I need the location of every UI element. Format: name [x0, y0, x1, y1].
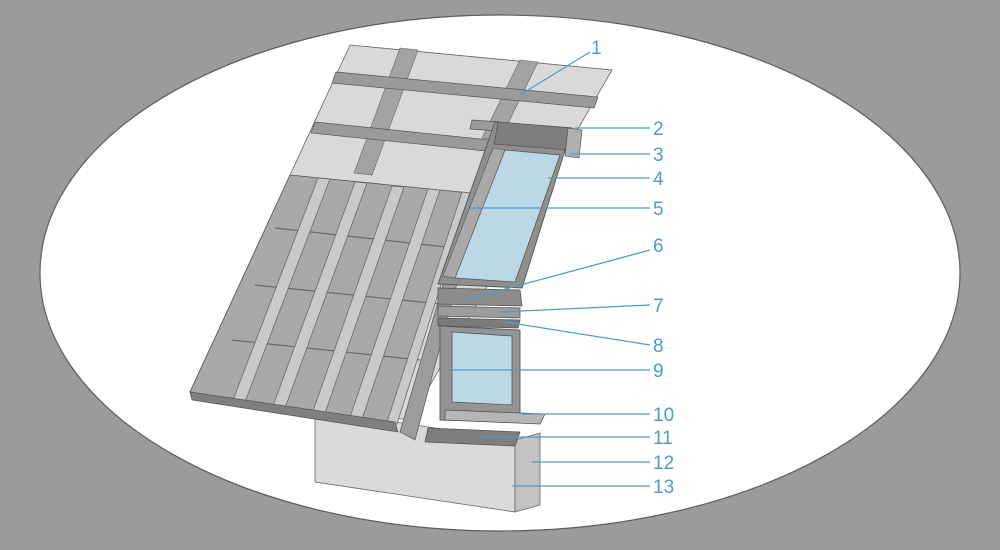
- tile-ribs: [232, 177, 471, 425]
- callout-line-8: [504, 321, 651, 346]
- callout-label-3: 3: [653, 145, 664, 166]
- callout-label-13: 13: [653, 477, 674, 498]
- vertical-window: [424, 325, 546, 447]
- callout-label-6: 6: [653, 236, 664, 257]
- callout-label-1: 1: [591, 38, 602, 59]
- transom: [437, 287, 523, 329]
- wall-corner: [514, 432, 541, 513]
- callout-line-7: [499, 304, 651, 313]
- callout-label-4: 4: [653, 169, 664, 190]
- callout-label-7: 7: [653, 296, 664, 317]
- callout-label-9: 9: [653, 361, 664, 382]
- callout-label-8: 8: [653, 336, 664, 357]
- roof-batten: [331, 71, 599, 109]
- callouts: [450, 51, 651, 487]
- roof-window-inner-frame: [442, 147, 506, 279]
- callout-labels: 1 2 3 4 5 6 7 8 9 10 11 12 13: [591, 38, 674, 498]
- callout-label-12: 12: [653, 453, 674, 474]
- transom-seal: [437, 317, 521, 329]
- battens: [310, 71, 599, 152]
- roof-window-sash: [564, 127, 583, 159]
- connecting-profile: [437, 287, 523, 307]
- callout-label-5: 5: [653, 199, 664, 220]
- eave-edge: [189, 391, 399, 433]
- roof-window: [437, 121, 583, 289]
- callout-label-10: 10: [653, 405, 674, 426]
- vertical-window-glass: [451, 331, 513, 406]
- external-sill: [424, 427, 521, 447]
- callout-line-1: [519, 51, 591, 96]
- callout-label-2: 2: [653, 119, 664, 140]
- transom-flashing: [437, 305, 521, 319]
- callout-label-11: 11: [653, 428, 673, 449]
- callout-line-6: [464, 249, 651, 301]
- window-sill-flashing: [444, 409, 546, 425]
